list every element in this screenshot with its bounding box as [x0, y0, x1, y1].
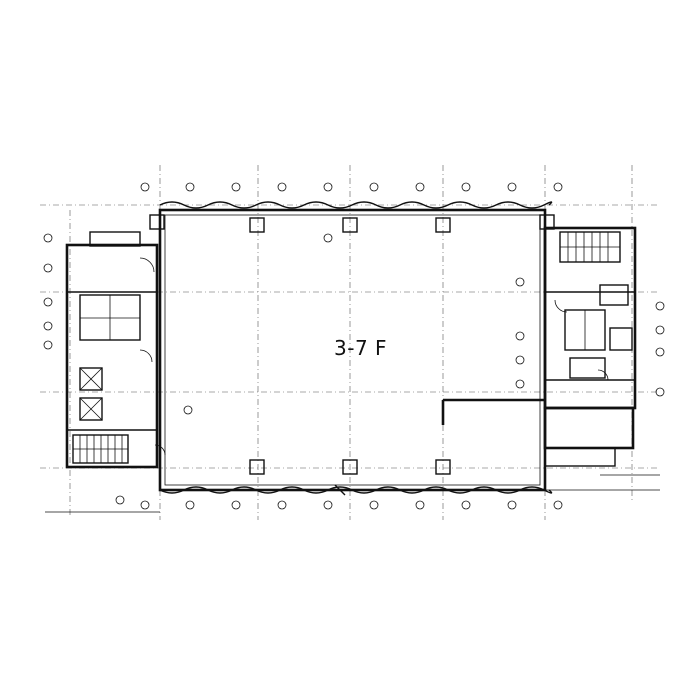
lower-right-room — [441, 398, 635, 467]
right-core — [543, 226, 637, 410]
floor-label: 3-7 F — [334, 336, 388, 360]
grid-markers — [43, 182, 665, 510]
door-marks — [139, 257, 609, 496]
columns — [149, 214, 555, 475]
left-core — [65, 231, 159, 469]
dimension-lines — [45, 474, 660, 513]
